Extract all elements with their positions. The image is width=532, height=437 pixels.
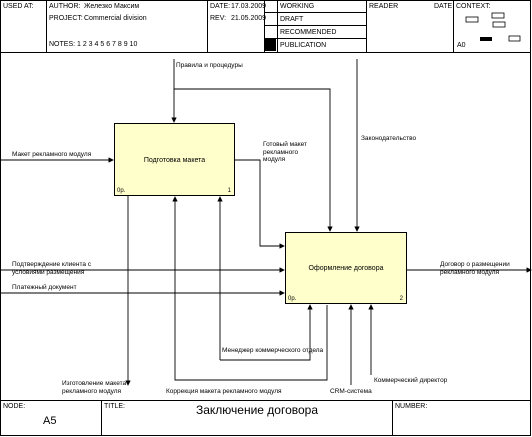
label-crm: CRM-система xyxy=(330,388,372,395)
arrow-correction[interactable] xyxy=(175,197,328,381)
number-label: NUMBER: xyxy=(395,403,428,410)
label-manufacture-1: Изготовление макета xyxy=(62,380,127,387)
arrow-ready-layout[interactable] xyxy=(235,159,285,249)
header-divider xyxy=(453,0,454,52)
label-input-layout: Макет рекламного модуля xyxy=(12,151,92,158)
label-payment: Платежный документ xyxy=(12,284,77,291)
footer-divider xyxy=(392,400,393,436)
status-publication: PUBLICATION xyxy=(280,42,327,49)
header-divider xyxy=(46,0,47,52)
label-director: Коммерческий директор xyxy=(374,377,448,384)
label-law: Законодательство xyxy=(361,135,417,142)
title-label: TITLE: xyxy=(104,403,126,410)
rev-value: 21.05.2009 xyxy=(231,15,267,22)
author-value: Железко Максим xyxy=(84,3,140,10)
notes-label: NOTES: 1 2 3 4 5 6 7 8 9 10 xyxy=(49,41,138,48)
reader-date-label: DATE xyxy=(434,3,453,10)
header-divider xyxy=(264,0,265,52)
footer-top-line xyxy=(0,400,531,401)
used-at-label: USED AT: xyxy=(3,3,34,10)
label-contract-1: Договор о размещении xyxy=(440,261,510,268)
rev-label: REV: xyxy=(210,15,227,22)
label-correction: Коррекция макета рекламного модуля xyxy=(166,388,282,395)
activity-number: 2 xyxy=(399,296,403,302)
date-value: 17.03.2009 xyxy=(231,3,267,10)
label-manager: Менеджер коммерческого отдела xyxy=(222,347,324,354)
header-bottom-line xyxy=(0,52,531,53)
activity-title: Оформление договора xyxy=(308,265,384,273)
status-recommended: RECOMMENDED xyxy=(280,29,337,36)
arrow-control-rules-branch[interactable] xyxy=(174,88,333,232)
node-label: NODE: xyxy=(3,403,26,410)
status-working: WORKING xyxy=(280,3,315,10)
header-divider xyxy=(207,0,208,52)
status-line xyxy=(264,12,366,13)
diagram-title: Заключение договора xyxy=(196,403,319,417)
activity-box-1[interactable]: Подготовка макета 0р. 1 xyxy=(114,123,235,196)
project-label: PROJECT: xyxy=(49,15,83,22)
status-line xyxy=(264,25,366,26)
label-ready-3: модуля xyxy=(263,156,286,163)
status-divider xyxy=(277,0,278,52)
activity-op: 0р. xyxy=(117,188,126,194)
context-node: A0 xyxy=(457,42,466,49)
label-ready-2: рекламного xyxy=(263,148,299,156)
label-ready-1: Готовый макет xyxy=(263,141,308,148)
date-label: DATE: xyxy=(210,3,231,10)
activity-number: 1 xyxy=(227,188,231,194)
status-line xyxy=(264,38,366,39)
label-manufacture-2: рекламного модуля xyxy=(62,387,122,395)
label-confirm-2: условиями размещения xyxy=(12,268,85,276)
label-confirm-1: Подтверждение клиента с xyxy=(12,261,92,268)
status-draft: DRAFT xyxy=(280,16,304,23)
reader-label: READER xyxy=(369,3,399,10)
publication-mark xyxy=(265,39,276,51)
label-contract-2: рекламного модуля xyxy=(440,268,500,276)
project-value: Commercial division xyxy=(84,15,147,22)
activity-title: Подготовка макета xyxy=(143,156,206,164)
node-value: A5 xyxy=(43,415,57,427)
author-label: AUTHOR: xyxy=(49,3,81,10)
activity-op: 0р. xyxy=(288,296,297,302)
label-rules: Правила и процедуры xyxy=(176,62,243,69)
arrow-mech-manager-2[interactable] xyxy=(220,304,313,361)
activity-box-2[interactable]: Оформление договора 0р. 2 xyxy=(285,232,407,304)
context-label: CONTEXT: xyxy=(456,3,491,10)
footer-divider xyxy=(101,400,102,436)
header-divider xyxy=(366,0,367,52)
